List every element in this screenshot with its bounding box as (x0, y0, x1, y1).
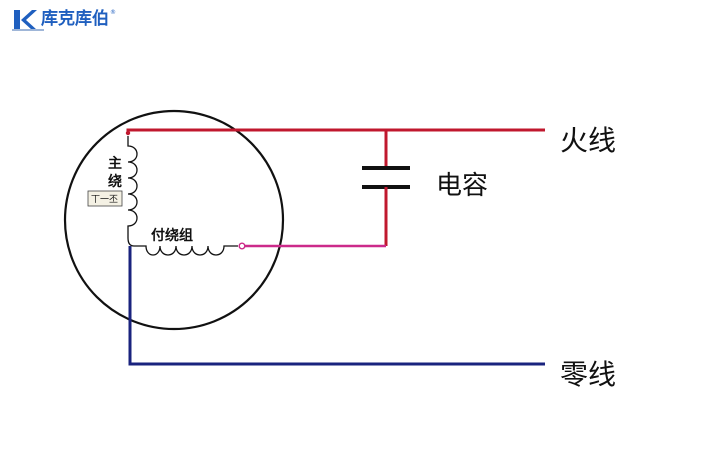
aux-winding-coil (144, 245, 238, 256)
motor-housing-circle (63, 109, 285, 331)
winding-tag-box (87, 190, 123, 207)
aux-terminal-dot (238, 242, 246, 250)
capacitor-label: 电容 (436, 171, 488, 201)
main-winding-coil (127, 136, 144, 247)
winding-tag-text: 丅一丕 (91, 194, 118, 205)
aux-winding-label: 付绕组 (151, 227, 193, 244)
brand-registered-mark: ® (110, 9, 116, 16)
brand-tagline-bar (12, 29, 44, 31)
brand-logo: 库克库伯 ® (12, 8, 116, 36)
neutral-wire (128, 246, 545, 366)
main-winding-label-1: 主 (108, 155, 122, 172)
brand-logo-icon (14, 10, 37, 30)
neutral-wire-label: 零线 (560, 358, 616, 391)
live-terminal-dot (125, 130, 131, 136)
main-winding-label-2: 绕 (108, 173, 122, 190)
live-wire (126, 128, 545, 133)
brand-name: 库克库伯 (41, 9, 109, 29)
live-wire-label: 火线 (560, 124, 616, 157)
